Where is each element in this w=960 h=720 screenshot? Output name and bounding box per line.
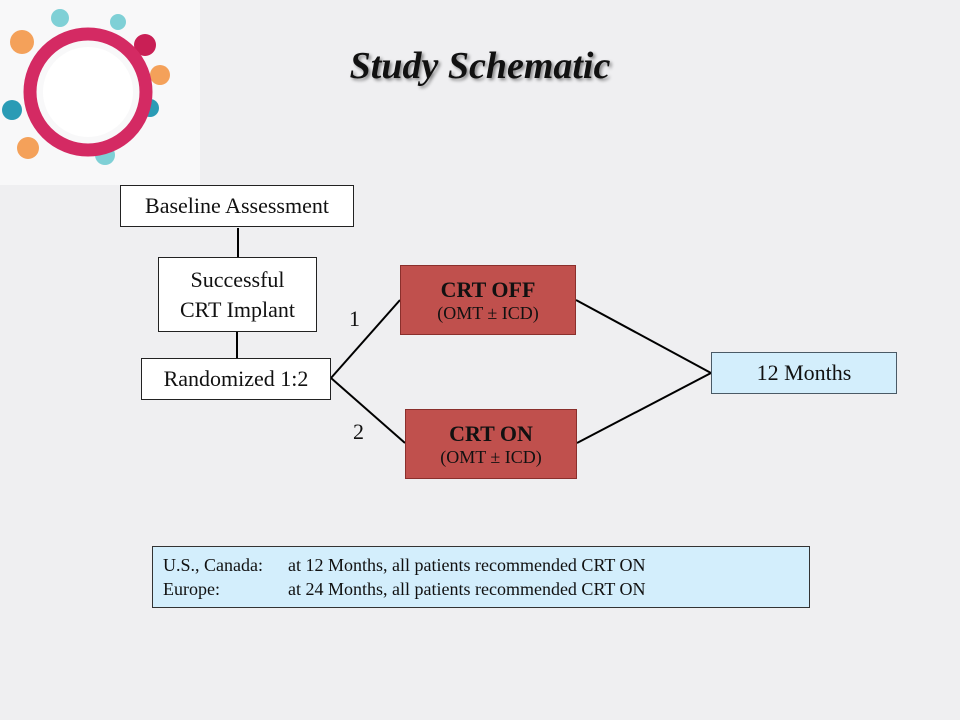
note-row2-text: at 24 Months, all patients recommended C… bbox=[288, 579, 646, 599]
crt-implant-label-line1: Successful bbox=[190, 266, 285, 292]
crt-off-box: CRT OFF (OMT ± ICD) bbox=[400, 265, 576, 335]
note-row2-label: Europe: bbox=[163, 579, 220, 599]
baseline-assessment-label: Baseline Assessment bbox=[145, 193, 329, 218]
note-row-europe: Europe: at 24 Months, all patients recom… bbox=[163, 577, 799, 601]
baseline-assessment-box: Baseline Assessment bbox=[120, 185, 354, 227]
crt-implant-label-line2: CRT Implant bbox=[180, 296, 295, 322]
note-row-us-canada: U.S., Canada: at 12 Months, all patients… bbox=[163, 553, 799, 577]
note-row1-text: at 12 Months, all patients recommended C… bbox=[288, 555, 646, 575]
decorative-logo bbox=[0, 0, 200, 185]
crt-off-title: CRT OFF bbox=[440, 276, 536, 302]
crt-implant-box: Successful CRT Implant bbox=[158, 257, 317, 332]
region-note-box: U.S., Canada: at 12 Months, all patients… bbox=[152, 546, 810, 608]
slide-title: Study Schematic bbox=[349, 45, 611, 87]
months-label: 12 Months bbox=[756, 360, 852, 385]
note-row1-label: U.S., Canada: bbox=[163, 555, 263, 575]
arm-2-label: 2 bbox=[353, 419, 364, 444]
months-box: 12 Months bbox=[711, 352, 897, 394]
randomized-label: Randomized 1:2 bbox=[163, 366, 309, 391]
randomized-box: Randomized 1:2 bbox=[141, 358, 331, 400]
crt-on-subtitle: (OMT ± ICD) bbox=[440, 446, 542, 467]
crt-off-subtitle: (OMT ± ICD) bbox=[437, 302, 539, 323]
crt-on-title: CRT ON bbox=[449, 420, 533, 446]
arm-1-label: 1 bbox=[349, 306, 360, 331]
crt-on-box: CRT ON (OMT ± ICD) bbox=[405, 409, 577, 479]
